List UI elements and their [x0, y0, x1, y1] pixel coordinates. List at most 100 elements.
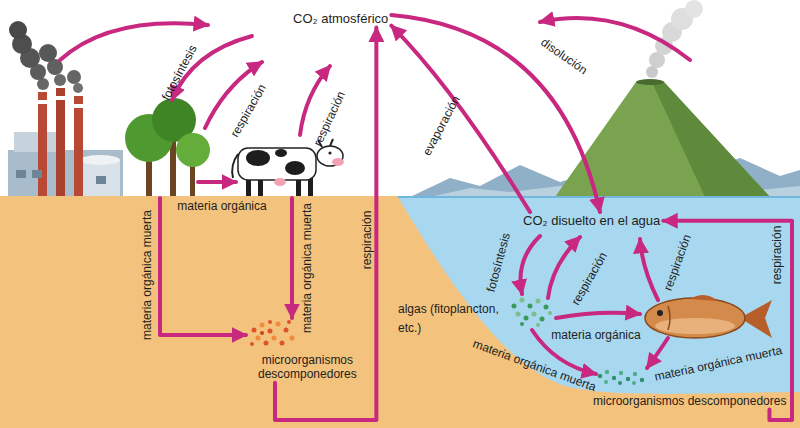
algae-part: [520, 298, 525, 303]
algae-part: [536, 323, 540, 327]
sea-decomposers-part: [633, 372, 637, 376]
sea-decomposers-part: [612, 376, 616, 380]
arrow-label: materia orgánica muerta: [300, 203, 314, 333]
text-node: microorganismos descomponedores: [255, 352, 360, 383]
algae-part: [516, 312, 521, 317]
cow-part: [238, 148, 316, 180]
algae-part: [540, 317, 545, 322]
label-holder: algas (fitoplancton, etc.): [398, 298, 510, 336]
land-decomposers-part: [280, 341, 285, 346]
cow-part: [274, 178, 286, 186]
factory-part: [80, 155, 120, 165]
algae-part: [548, 311, 552, 315]
arrow-label: respiración: [227, 82, 268, 140]
cycle-arrows-part: [556, 313, 640, 318]
land-decomposers-part: [272, 336, 277, 341]
factory-part: [74, 104, 83, 108]
arrow-label: materia orgánica muerta: [653, 343, 783, 384]
land-decomposers: [250, 320, 295, 346]
land-decomposers-part: [268, 329, 273, 334]
volcano-part: [636, 79, 664, 85]
label-holder: respiración: [657, 231, 695, 293]
factory-part: [54, 74, 66, 86]
factory-part: [67, 70, 81, 84]
label-holder: respiración: [766, 226, 785, 285]
volcano-part: [555, 82, 770, 197]
algae-part: [528, 304, 533, 309]
sea-decomposers-part: [640, 378, 644, 382]
label-holder: evaporación: [416, 92, 464, 159]
trees-part: [176, 133, 210, 167]
ground-part: [0, 196, 800, 428]
algae-part: [544, 305, 549, 310]
sea-decomposers-part: [632, 381, 636, 385]
arrow-label: algas (fitoplancton, etc.): [398, 302, 499, 335]
factory-part: [14, 132, 56, 152]
land-decomposers-part: [252, 328, 257, 333]
fish-part: [668, 306, 670, 330]
label-holder: fotosíntesis: [480, 230, 514, 294]
sea-decomposers-part: [618, 381, 622, 385]
arrow-label: respiración: [311, 89, 348, 148]
factory-part: [80, 160, 120, 196]
ground: [0, 196, 800, 428]
fish: [645, 295, 772, 338]
cycle-arrows-part: [290, 198, 294, 318]
edge-label: respiración: [770, 226, 784, 285]
sea-part: [398, 197, 800, 394]
factory-part: [96, 176, 106, 184]
label-holder: materia orgánica muerta: [652, 339, 783, 385]
factory-part: [74, 96, 83, 196]
factory-part: [73, 83, 83, 93]
text-node: CO₂ disuelto en el agua: [520, 212, 663, 230]
text-node: microorganismos descomponedores: [590, 393, 789, 409]
algae-part: [524, 316, 529, 321]
arrow-label: materia orgánica muerta: [140, 210, 154, 340]
label-holder: respiración: [565, 248, 611, 308]
cow-part: [332, 158, 344, 166]
cycle-arrows-part: [160, 198, 246, 335]
factory-part: [38, 92, 47, 196]
sea: [398, 197, 800, 394]
node-text: microorganismos descomponedores: [593, 394, 786, 408]
node-text: CO₂ disuelto en el agua: [523, 213, 660, 229]
cow-part: [246, 150, 270, 166]
label-holder: materia orgánica: [551, 324, 640, 343]
arrow-label: respiración: [568, 250, 609, 308]
arrow-label: fotosíntesis: [484, 231, 513, 293]
factory-part: [16, 170, 26, 178]
fish-part: [645, 298, 745, 338]
sea-decomposers-part: [604, 380, 608, 384]
factory-part: [56, 88, 65, 196]
label-holder: disolución: [538, 32, 593, 78]
fish-part: [655, 318, 735, 334]
factory-part: [32, 170, 42, 178]
factory-part: [8, 150, 123, 196]
cow: [232, 139, 344, 196]
land-decomposers-part: [276, 322, 281, 327]
land-decomposers-part: [290, 336, 295, 341]
cycle-arrows-part: [520, 236, 540, 294]
factory-part: [9, 21, 27, 39]
algae-part: [512, 304, 517, 309]
label-holder: respiración: [307, 87, 349, 148]
arrow-label: materia orgánica: [551, 328, 640, 342]
cycle-arrows-part: [640, 239, 658, 300]
cow-part: [275, 149, 287, 157]
sea-decomposers-part: [619, 371, 623, 375]
land-decomposers-part: [260, 323, 265, 328]
arrow-label: materia orgánica muerta: [471, 337, 598, 395]
node-text: microorganismos descomponedores: [258, 353, 357, 382]
factory-part: [39, 44, 57, 62]
fish-part: [657, 310, 663, 316]
algae-part: [520, 322, 524, 326]
label-holder: materia orgánica: [177, 195, 266, 214]
cow-part: [328, 151, 331, 154]
label-holder: respiración: [224, 80, 270, 140]
cow-part: [317, 146, 343, 166]
cycle-arrows-part: [198, 180, 236, 184]
cycle-arrows-part: [647, 338, 668, 368]
factory-part: [38, 100, 47, 104]
edge-label: respiración: [360, 211, 374, 270]
